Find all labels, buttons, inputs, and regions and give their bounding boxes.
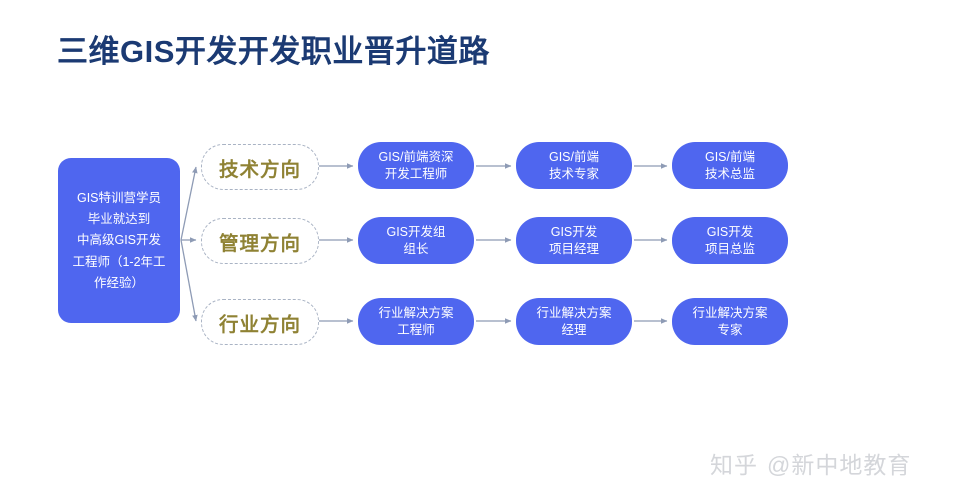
start-box-line: 毕业就达到	[87, 211, 151, 226]
role-pill[interactable]: GIS/前端 技术总监	[672, 142, 788, 189]
role-line: GIS/前端资深	[378, 149, 454, 164]
direction-pill-industry[interactable]: 行业方向	[201, 299, 319, 345]
role-pill[interactable]: GIS开发 项目经理	[516, 217, 632, 264]
role-line: GIS/前端	[704, 149, 755, 164]
role-pill[interactable]: 行业解决方案 经理	[516, 298, 632, 345]
page-title: 三维GIS开发开发职业晋升道路	[57, 34, 490, 69]
role-pill[interactable]: GIS开发组 组长	[358, 217, 474, 264]
start-box-line: 工程师（1-2年工	[72, 254, 166, 269]
direction-pill-management[interactable]: 管理方向	[201, 218, 319, 264]
role-line: 项目经理	[548, 241, 599, 256]
role-line: 行业解决方案	[536, 305, 612, 320]
watermark: 知乎 @新中地教育	[710, 446, 911, 480]
role-line: 行业解决方案	[692, 305, 768, 320]
watermark-platform: 知乎	[710, 452, 758, 478]
role-line: 行业解决方案	[378, 305, 454, 320]
start-box-line: 中高级GIS开发	[76, 233, 162, 248]
role-line: GIS开发组	[386, 224, 446, 239]
role-line: 专家	[717, 322, 743, 337]
role-line: 组长	[403, 241, 429, 256]
role-line: 经理	[561, 322, 587, 337]
start-box-line: GIS特训营学员	[76, 190, 162, 205]
start-box: GIS特训营学员 毕业就达到 中高级GIS开发 工程师（1-2年工 作经验）	[58, 158, 180, 323]
role-line: 技术专家	[548, 166, 599, 181]
role-line: GIS开发	[550, 224, 598, 239]
role-pill[interactable]: 行业解决方案 专家	[672, 298, 788, 345]
role-pill[interactable]: 行业解决方案 工程师	[358, 298, 474, 345]
direction-label: 行业方向	[218, 313, 301, 336]
direction-label: 技术方向	[218, 158, 301, 181]
direction-label: 管理方向	[218, 232, 301, 255]
role-line: GIS/前端	[548, 149, 599, 164]
role-pill[interactable]: GIS/前端资深 开发工程师	[358, 142, 474, 189]
role-line: 项目总监	[704, 241, 755, 256]
role-line: 工程师	[397, 322, 435, 337]
role-pill[interactable]: GIS/前端 技术专家	[516, 142, 632, 189]
role-pill[interactable]: GIS开发 项目总监	[672, 217, 788, 264]
direction-pill-technical[interactable]: 技术方向	[201, 144, 319, 190]
role-line: 开发工程师	[384, 166, 448, 181]
start-box-line: 作经验）	[93, 276, 144, 291]
role-line: 技术总监	[704, 166, 755, 181]
role-line: GIS开发	[706, 224, 754, 239]
watermark-handle: @新中地教育	[767, 452, 912, 478]
